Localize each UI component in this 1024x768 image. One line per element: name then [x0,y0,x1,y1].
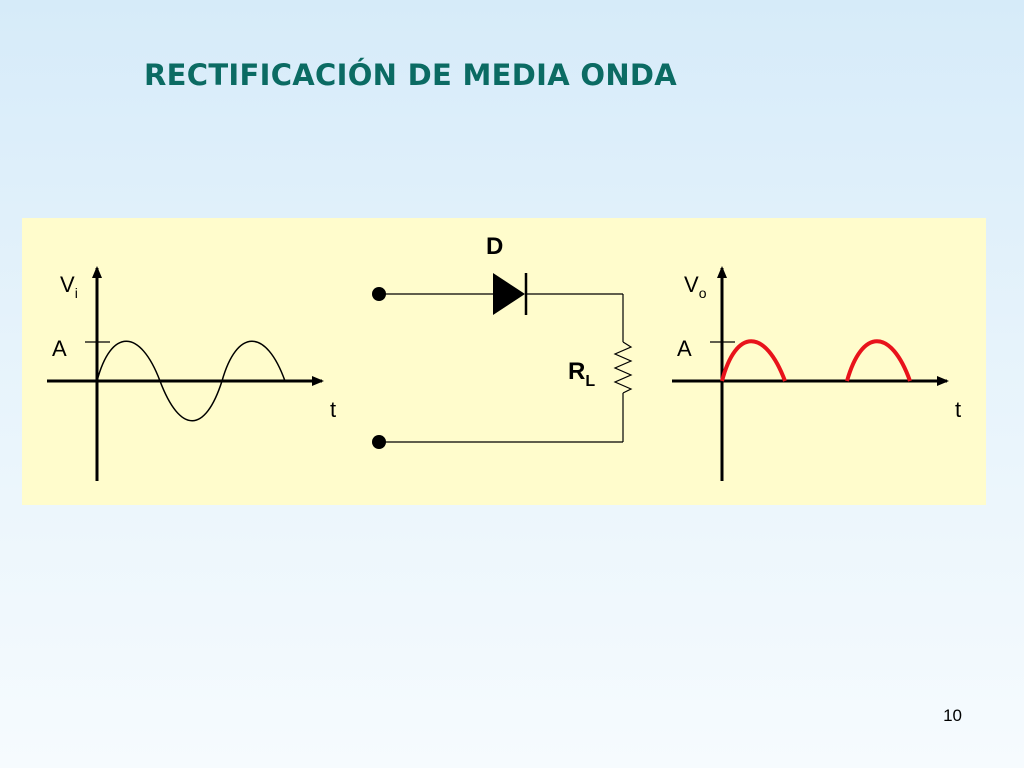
diode-label: D [486,233,503,260]
load-resistor-symbol [613,341,633,394]
diagram-panel: Vi A t D RL [22,218,986,505]
output-half-wave-pulse-1 [720,339,787,382]
input-waveform-graph: Vi A t [47,266,336,481]
output-voltage-label: Vo [684,272,707,301]
output-amplitude-label: A [677,336,692,361]
page-number: 10 [943,706,962,725]
half-wave-rectifier-diagram: Vi A t D RL [47,233,961,481]
input-time-label: t [330,397,336,422]
slide-title: RECTIFICACIÓN DE MEDIA ONDA [144,58,678,92]
input-amplitude-label: A [52,336,67,361]
diode-symbol [493,273,525,315]
input-sine-wave [96,340,286,422]
input-voltage-label: Vi [60,272,78,301]
output-time-label: t [955,397,961,422]
output-waveform-graph: Vo A t [672,266,961,481]
rectifier-circuit: D RL [372,233,633,449]
output-half-wave-pulse-2 [845,339,912,382]
resistor-label: RL [568,358,595,390]
